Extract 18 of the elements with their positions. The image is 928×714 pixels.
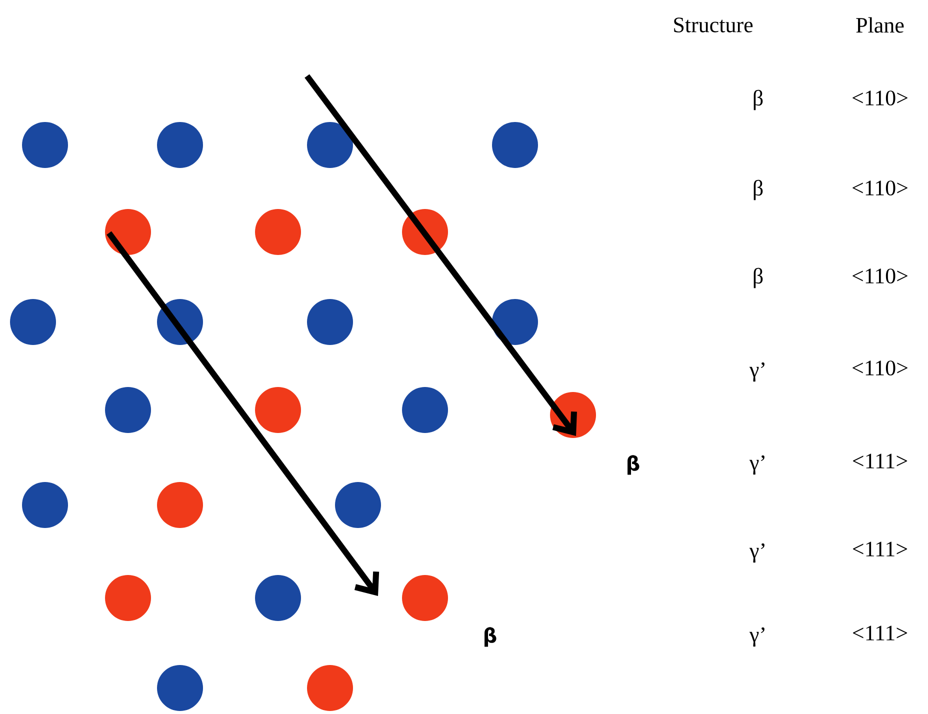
label: γ’	[749, 455, 764, 475]
label: Structure	[674, 18, 753, 32]
label: β	[754, 90, 763, 110]
label: γ’	[749, 627, 764, 647]
label: β	[754, 268, 763, 288]
label: β	[484, 627, 496, 647]
label: <111>	[853, 454, 908, 468]
label: <110>	[852, 90, 908, 106]
label: Plane	[856, 17, 904, 33]
label: <110>	[852, 360, 908, 376]
label: <111>	[853, 542, 908, 556]
label: γ’	[749, 543, 764, 563]
label: β	[754, 180, 763, 200]
label: γ’	[749, 362, 764, 382]
label: <110>	[852, 268, 908, 284]
label: <110>	[852, 180, 908, 196]
label: <111>	[853, 626, 908, 640]
label: β	[628, 455, 640, 475]
